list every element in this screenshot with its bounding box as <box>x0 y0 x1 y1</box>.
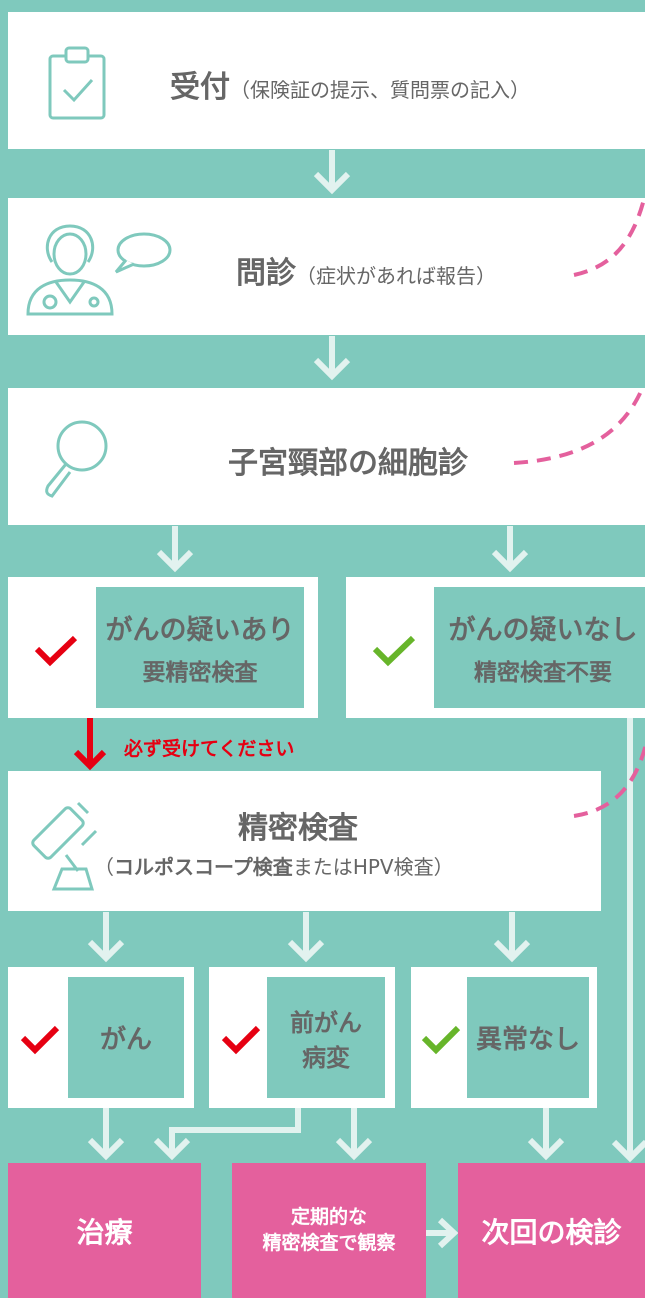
check-mark-icon <box>34 635 78 667</box>
interview-title: 問診 <box>236 256 296 291</box>
note-hpv: HPV検査 <box>352 855 434 879</box>
dashed-curve-2 <box>513 388 644 465</box>
interview-note: （症状があれば報告） <box>296 264 496 288</box>
reception-label: 受付（保険証の提示、質問票の記入） <box>170 62 530 106</box>
precancer-box: 前がん 病変 <box>209 967 395 1108</box>
suspected-box: がんの疑いあり 要精密検査 <box>8 577 318 718</box>
precancer-line1: 前がん <box>290 1008 362 1037</box>
reception-title: 受付 <box>170 70 230 105</box>
detailed-exam-title: 精密検査 <box>238 811 358 846</box>
detailed-exam-box: 精密検査 （コルポスコープ検査またはHPV検査） <box>8 771 601 911</box>
check-mark-icon <box>372 635 416 667</box>
treatment-box: 治療 <box>8 1163 201 1298</box>
check-mark-icon <box>221 1025 261 1055</box>
not-suspected-line2: 精密検査不要 <box>474 660 612 686</box>
check-mark-icon <box>421 1025 461 1055</box>
reception-note: （保険証の提示、質問票の記入） <box>230 78 530 102</box>
microscope-icon <box>31 801 98 891</box>
reception-box: 受付（保険証の提示、質問票の記入） <box>8 12 645 149</box>
note-colposcopy: コルポスコープ検査 <box>114 855 293 879</box>
speech-bubble-icon <box>114 232 172 274</box>
normal-label: 異常なし <box>467 977 589 1098</box>
arrow-down-icon <box>73 718 107 771</box>
precancer-label: 前がん 病変 <box>267 977 385 1098</box>
arrow-down-icon <box>313 150 351 195</box>
suspected-line2: 要精密検査 <box>142 660 258 686</box>
arrow-right-icon <box>426 1217 459 1249</box>
dashed-curve-3 <box>573 743 645 818</box>
periodic-line1: 定期的な <box>290 1205 367 1228</box>
detailed-exam-note: （コルポスコープ検査またはHPV検査） <box>94 851 454 880</box>
note-open: （ <box>94 855 114 879</box>
interview-box: 問診（症状があれば報告） <box>8 198 645 335</box>
arrow-down-icon <box>335 1108 373 1161</box>
suspected-label: がんの疑いあり 要精密検査 <box>96 587 304 708</box>
doctor-icon <box>26 224 114 316</box>
note-or: または <box>292 855 353 879</box>
cytology-box: 子宮頸部の細胞診 <box>8 388 645 525</box>
not-suspected-box: がんの疑いなし 精密検査不要 <box>346 577 645 718</box>
not-suspected-label: がんの疑いなし 精密検査不要 <box>434 587 645 708</box>
arrow-down-icon <box>611 718 645 1163</box>
next-screening-label: 次回の検診 <box>481 1215 622 1249</box>
precancer-line2: 病変 <box>302 1043 350 1072</box>
check-mark-icon <box>20 1025 60 1055</box>
cancer-box: がん <box>8 967 194 1108</box>
arrow-down-icon <box>87 1108 125 1161</box>
arrow-elbow <box>153 1108 301 1161</box>
arrow-down-icon <box>287 912 325 963</box>
interview-label: 問診（症状があれば報告） <box>236 248 496 292</box>
arrow-down-icon <box>491 526 529 573</box>
normal-box: 異常なし <box>411 967 597 1108</box>
cancer-label: がん <box>68 977 184 1098</box>
note-close: ） <box>433 855 454 879</box>
not-suspected-line1: がんの疑いなし <box>448 615 638 646</box>
periodic-observation-box: 定期的な 精密検査で観察 <box>232 1163 426 1298</box>
arrow-down-icon <box>493 912 531 963</box>
next-screening-box: 次回の検診 <box>458 1163 645 1298</box>
treatment-label: 治療 <box>76 1215 133 1249</box>
arrow-down-icon <box>313 336 351 381</box>
arrow-down-icon <box>156 526 194 573</box>
suspected-line1: がんの疑いあり <box>105 615 295 646</box>
must-take-note: 必ず受けてください <box>124 738 295 760</box>
arrow-down-icon <box>87 912 125 963</box>
dashed-curve-1 <box>573 198 645 277</box>
magnifier-icon <box>45 420 108 498</box>
clipboard-check-icon <box>48 46 106 120</box>
periodic-line2: 精密検査で観察 <box>262 1231 396 1254</box>
cytology-title: 子宮頸部の細胞診 <box>228 446 468 481</box>
arrow-down-icon <box>527 1108 565 1161</box>
